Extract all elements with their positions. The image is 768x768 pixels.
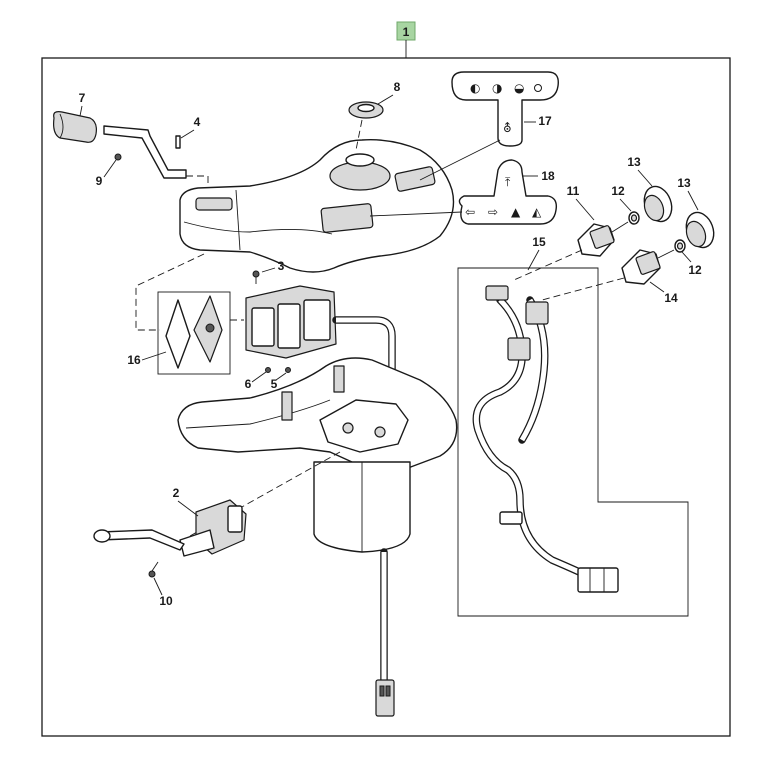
headlight-high-icon: ◑ — [492, 81, 503, 95]
callout-16: 16 — [127, 353, 141, 367]
joystick-switch[interactable] — [179, 499, 247, 557]
callout-8: 8 — [394, 80, 401, 94]
console-cover[interactable] — [179, 139, 455, 273]
headlight-flash-icon: ◒ — [514, 81, 524, 95]
decal-17[interactable]: ◐ ◑ ◒ ⛢ — [451, 71, 559, 147]
callout-11: 11 — [567, 184, 580, 198]
callout-12-upper: 12 — [611, 184, 625, 198]
lever-arm[interactable] — [103, 125, 187, 179]
callout-17: 17 — [538, 114, 552, 128]
lift-icon: ⤒ — [505, 175, 511, 189]
motor-body[interactable] — [313, 461, 411, 553]
nut-12a[interactable] — [628, 211, 640, 225]
callout-6: 6 — [245, 377, 252, 391]
callout-13-lower: 13 — [677, 176, 691, 190]
washer-part[interactable] — [114, 153, 122, 161]
motor-cable[interactable] — [375, 548, 395, 717]
joystick-lever[interactable] — [93, 529, 185, 551]
callout-13-upper: 13 — [627, 155, 641, 169]
nut-12b[interactable] — [674, 239, 686, 253]
lower-housing[interactable] — [177, 357, 458, 469]
callout-5: 5 — [271, 377, 278, 391]
gasket-inset — [157, 291, 231, 375]
knob-part[interactable] — [53, 111, 97, 143]
headlight-low-icon: ◐ — [470, 81, 480, 95]
decal-18[interactable]: ⤒ ⇦ ⇨ ▲ ◭ — [458, 159, 558, 225]
screw-10[interactable] — [148, 561, 159, 578]
callout-18: 18 — [541, 169, 555, 183]
callout-14: 14 — [664, 291, 678, 305]
screw-3[interactable] — [252, 270, 260, 284]
callout-7: 7 — [79, 91, 86, 105]
control-module[interactable] — [245, 285, 396, 404]
callout-10: 10 — [159, 594, 173, 608]
pin-part[interactable] — [175, 135, 181, 149]
screw-5[interactable] — [285, 367, 291, 373]
arrow-right-icon: ⇨ — [488, 205, 498, 219]
wire-harness[interactable] — [472, 285, 619, 593]
callout-12-lower: 12 — [688, 263, 702, 277]
knob-13b[interactable] — [682, 209, 719, 252]
dot-icon — [534, 84, 542, 92]
assembly-badge[interactable]: 1 — [396, 21, 416, 41]
bucket-icon: ▲ — [511, 205, 521, 219]
screw-6[interactable] — [265, 367, 271, 373]
knob-13a[interactable] — [640, 183, 677, 226]
callout-15: 15 — [532, 235, 546, 249]
svg-text:1: 1 — [403, 25, 410, 39]
hitch-icon: ⛢ — [503, 121, 512, 135]
callout-4: 4 — [194, 115, 201, 129]
assembly-frame — [41, 57, 731, 737]
gasket-part[interactable] — [165, 295, 223, 369]
harness-box — [457, 267, 689, 617]
bucket-tilt-icon: ◭ — [532, 205, 542, 219]
switch-14[interactable] — [621, 249, 675, 285]
callout-3: 3 — [278, 259, 285, 273]
arrow-left-icon: ⇦ — [465, 205, 475, 219]
ring-seal-part[interactable] — [348, 101, 384, 119]
switch-11[interactable] — [577, 221, 629, 257]
callout-2: 2 — [173, 486, 180, 500]
callout-9: 9 — [96, 174, 103, 188]
